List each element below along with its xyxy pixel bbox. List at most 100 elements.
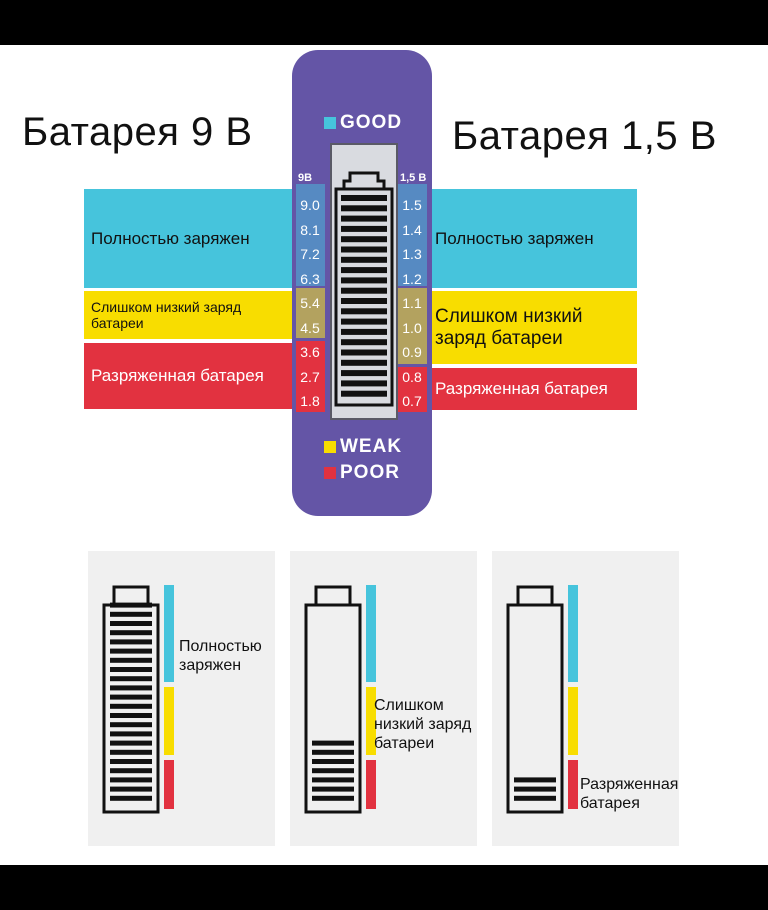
card-low-line2: низкий заряд (374, 716, 472, 734)
band-left-low-line1: Слишком низкий заряд (91, 298, 242, 315)
tester-bar-segment (341, 205, 387, 212)
card-full-battery-cap (104, 585, 158, 607)
scale-9v-tick: 9.0 (300, 197, 320, 213)
tester-bar-segment (341, 308, 387, 315)
card-low-line3: батареи (374, 735, 435, 753)
tester-bar-segment (341, 380, 387, 387)
tester-battery-bars (341, 195, 387, 397)
poor-text: POOR (340, 462, 400, 483)
card-full-line1: Полностью (179, 638, 262, 655)
card-full-label: Полностью заряжен (179, 637, 262, 675)
card-low-battery-body (304, 603, 362, 814)
band-right-full-label: Полностью заряжен (435, 228, 594, 248)
scale-15v-tick: 0.9 (402, 344, 422, 360)
card-full-battery-bar (110, 713, 152, 718)
top-black-bar (0, 0, 768, 45)
card-full-battery-bar (110, 667, 152, 672)
card-dead-strip-red (568, 760, 578, 809)
scale-9v-tick: 2.7 (300, 368, 320, 385)
card-full-battery-bar (110, 602, 152, 608)
card-low-strip-red (366, 760, 376, 809)
scale-15v-cyan-zone (398, 184, 427, 286)
card-full-strip-cyan (164, 585, 174, 682)
band-right-low-line2: заряд батареи (435, 327, 563, 349)
card-full-battery-bar (110, 740, 152, 746)
band-right-full: Полностью заряжен (428, 189, 637, 288)
band-left-full-label: Полностью заряжен (91, 228, 250, 248)
scale-9v-yellow-zone (296, 288, 325, 338)
card-dead-battery-bar (514, 786, 556, 792)
weak-square-icon (324, 441, 336, 453)
band-right-dead-label: Разряженная батарея (435, 379, 608, 399)
tester-battery-cap (342, 171, 386, 191)
band-left-low-line2: батареи (91, 315, 144, 331)
tester-bar-segment (341, 277, 387, 284)
tester-bar-segment (341, 390, 387, 397)
card-low-strip-cyan (366, 585, 376, 682)
card-dead-label: Разряженная батарея (580, 775, 678, 813)
card-full-line2: заряжен (179, 657, 242, 675)
good-text: GOOD (340, 112, 403, 133)
card-full-battery-bar (110, 621, 152, 626)
title-1-5v: Батарея 1,5 В (452, 114, 717, 158)
band-right-low: Слишком низкий заряд батареи (428, 291, 637, 364)
scale-9v-tick: 7.2 (300, 246, 320, 262)
card-full-battery-bar (110, 777, 152, 783)
tester-bar-segment (341, 318, 387, 325)
scale-15v-red-zone (398, 367, 427, 412)
band-right-dead: Разряженная батарея (428, 368, 637, 410)
card-low-battery-bar (312, 777, 354, 783)
scale-15v-tick: 1.2 (402, 270, 422, 287)
scale-15v-tick: 0.8 (402, 368, 422, 385)
card-low-battery-bar (312, 749, 354, 755)
band-right-low-line1: Слишком низкий (435, 305, 583, 327)
card-dead-battery-bar (514, 777, 556, 783)
card-full-battery-bar (110, 611, 152, 617)
scale-9v-tick: 4.5 (300, 319, 320, 336)
tester-bar-segment (341, 328, 387, 335)
card-full-battery-bar (110, 759, 152, 764)
scale-15v-tick: 1.4 (402, 221, 422, 238)
card-full-strip-red (164, 760, 174, 809)
card-full-battery-bar (110, 795, 152, 801)
card-full-battery-bar (110, 657, 152, 663)
card-full-battery-bar (110, 676, 152, 682)
scale-15v-tick: 1.5 (402, 197, 422, 213)
scale-9v-tick: 3.6 (300, 344, 320, 360)
card-full-battery-bar (110, 749, 152, 755)
card-full-battery-bar (110, 648, 152, 654)
tester-bar-segment (341, 267, 387, 274)
band-left-low-label: Слишком низкий заряд батареи (91, 299, 241, 331)
card-dead-battery-cap (508, 585, 562, 607)
title-9v: Батарея 9 В (22, 110, 253, 154)
band-left-low: Слишком низкий заряд батареи (84, 291, 296, 339)
card-dead-strip-cyan (568, 585, 578, 682)
poor-square-icon (324, 467, 336, 479)
tester-bar-segment (341, 339, 387, 346)
scale-15v-tick: 1.0 (402, 319, 422, 336)
card-full-battery-bar (110, 630, 152, 636)
tester-battery-body (334, 187, 394, 407)
tester-bar-segment (341, 246, 387, 253)
card-dead-battery-body (506, 603, 564, 814)
scale-15v-yellow-zone (398, 288, 427, 364)
tester-bar-segment (341, 370, 387, 377)
card-low-strip-yellow (366, 687, 376, 755)
scale-9v-tick: 6.3 (300, 270, 320, 287)
scale-15v-tick: 0.7 (402, 393, 422, 409)
card-low-battery-bar (312, 786, 354, 792)
card-low-battery-bar (312, 740, 354, 746)
band-right-low-label: Слишком низкий заряд батареи (435, 306, 582, 350)
card-full-battery-bar (110, 786, 152, 792)
card-low-line1: Слишком (374, 697, 444, 714)
scale-15v-tick: 1.1 (402, 295, 422, 311)
card-dead-battery-bar (514, 795, 556, 801)
tester-bar-segment (341, 256, 387, 263)
card-low-battery-bar (312, 759, 354, 764)
scale-9v-red-zone (296, 341, 325, 412)
band-left-full: Полностью заряжен (84, 189, 296, 288)
tester-bar-segment (341, 349, 387, 356)
card-low-label: Слишком низкий заряд батареи (374, 696, 471, 754)
card-full-battery-bar (110, 768, 152, 774)
card-low-battery-cap (306, 585, 360, 607)
